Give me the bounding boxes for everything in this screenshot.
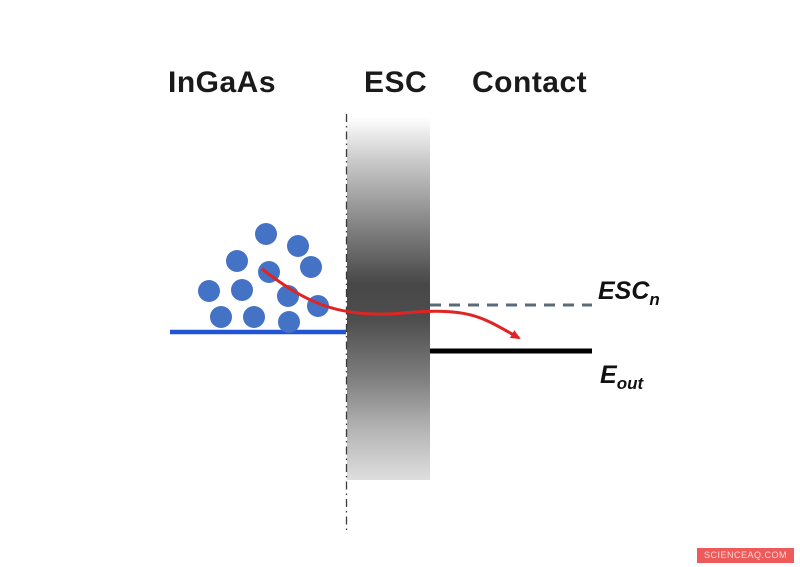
e-out-label-main: E: [600, 361, 617, 389]
contact-region-label: Contact: [472, 66, 588, 99]
electron-extraction-arrow: [261, 267, 521, 340]
ingaas-region-label: InGaAs: [168, 66, 277, 99]
esc-n-label-sub: n: [649, 290, 660, 309]
electron-dot: [287, 235, 309, 257]
esc-barrier-gradient: [347, 118, 430, 480]
electron-dot: [255, 223, 277, 245]
electron-dot: [198, 280, 220, 302]
electron-dot: [243, 306, 265, 328]
e-out-label-sub: out: [616, 374, 644, 393]
electron-dot: [231, 279, 253, 301]
e-out-level-label: Eout: [600, 361, 644, 393]
esc-region-label: ESC: [364, 66, 428, 99]
electron-dot: [226, 250, 248, 272]
electron-dot: [210, 306, 232, 328]
esc-n-label-main: ESC: [598, 277, 650, 305]
electron-dot: [278, 311, 300, 333]
watermark-badge: SCIENCEAQ.COM: [696, 548, 794, 563]
electron-dot: [300, 256, 322, 278]
electrons-group: [198, 223, 329, 333]
esc-n-level-label: ESCn: [598, 277, 660, 309]
